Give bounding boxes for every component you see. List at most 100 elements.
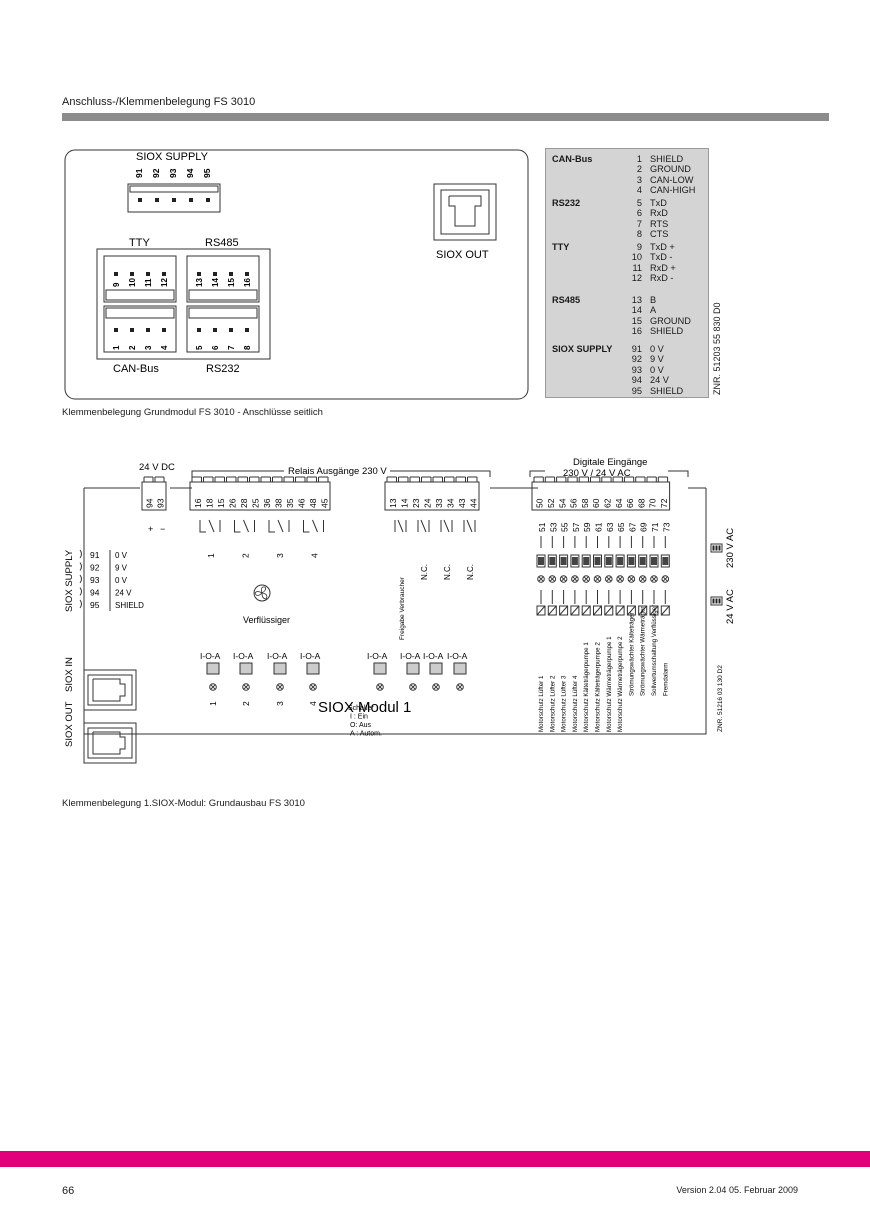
optocoupler xyxy=(626,605,636,616)
terminal-number: 14 xyxy=(399,498,409,508)
mode-switch xyxy=(206,662,220,675)
switch-legend-line: A : Autom. xyxy=(350,731,382,738)
terminal-number: 28 xyxy=(239,498,249,508)
input-label: Motorschutz Kälteträgerpumpe 2 xyxy=(595,642,602,732)
switch-legend-line: Schalter xyxy=(348,705,374,712)
fan-symbol xyxy=(253,584,271,602)
mode-switch xyxy=(373,662,387,675)
pin-signal: 0 V xyxy=(650,364,664,375)
mode-switch xyxy=(306,662,320,675)
pin-dot xyxy=(206,198,210,202)
optocoupler xyxy=(615,605,625,616)
input-led-cross xyxy=(628,576,635,582)
relay-switch xyxy=(277,519,284,533)
input-jumper xyxy=(570,554,580,568)
pin-signal: 0 V xyxy=(650,344,664,354)
switch-led xyxy=(276,683,284,691)
pin-signal: SHIELD xyxy=(650,385,684,396)
siox-out-port xyxy=(83,722,137,764)
input-led xyxy=(616,575,624,583)
pin-number: 93 xyxy=(631,364,642,375)
pin-group-name: RS485 xyxy=(552,295,581,305)
rs485-label: RS485 xyxy=(205,237,239,249)
terminal-housing xyxy=(531,481,671,511)
optocoupler-diag xyxy=(649,605,659,616)
pin-dot xyxy=(114,272,118,276)
optocoupler xyxy=(559,605,569,616)
supply-connector xyxy=(127,183,221,213)
siox-supply-side-label: SIOX SUPPLY xyxy=(64,549,75,612)
input-number: 65 xyxy=(616,522,626,532)
input-jumper-fill xyxy=(605,557,612,565)
page-header-title: Anschluss-/Klemmenbelegung FS 3010 xyxy=(62,96,256,108)
terminal-pin-number: 15 xyxy=(227,278,236,287)
terminal-number: 13 xyxy=(388,498,398,508)
jumper-frame xyxy=(710,596,723,606)
input-led xyxy=(650,575,658,583)
supply-pin-number: 91 xyxy=(134,168,144,178)
input-label: Sollwertumschaltung Verflüssiger xyxy=(651,605,658,696)
terminal-pin-number: 5 xyxy=(195,345,204,350)
terminal-number: 62 xyxy=(602,498,612,508)
terminal-number: 24 xyxy=(422,498,432,508)
switch-number: 3 xyxy=(275,701,285,706)
input-jumper xyxy=(615,554,625,568)
terminal-block xyxy=(186,305,260,353)
relay-contact xyxy=(199,520,206,533)
relay-switch xyxy=(243,519,249,533)
terminal-block xyxy=(103,255,177,303)
input-jumper xyxy=(649,554,659,568)
terminal-number: 52 xyxy=(546,498,556,508)
optocoupler xyxy=(649,605,659,616)
terminal-number: 50 xyxy=(535,498,545,508)
input-number: 61 xyxy=(594,522,604,532)
switch-led-cross xyxy=(457,684,463,690)
relay-number: 3 xyxy=(275,553,285,558)
pin-signal: RTS xyxy=(650,218,669,229)
pin-signal: 24 V xyxy=(650,375,669,386)
optocoupler-diag xyxy=(536,605,546,616)
supply-pin: 94 xyxy=(90,588,100,598)
supply-voltage: 0 V xyxy=(115,576,128,585)
supply-pin: 93 xyxy=(90,575,100,585)
contact-label: Freigabe Verbraucher xyxy=(399,576,406,640)
siox-out-side-label: SIOX OUT xyxy=(64,701,75,747)
terminal-number: 18 xyxy=(204,498,214,508)
input-jumper xyxy=(581,554,591,568)
supply-bracket xyxy=(79,587,82,596)
supply-pin-number: 94 xyxy=(185,168,195,178)
terminal-number: 93 xyxy=(156,498,166,508)
contact-switch xyxy=(420,519,427,533)
input-label: Motorschutz Wärmeträgerpumpe 2 xyxy=(617,636,624,732)
supply-voltage: 9 V xyxy=(115,564,128,573)
terminal-number: 72 xyxy=(659,498,669,508)
pin-dot xyxy=(162,328,166,332)
switch-led-cross xyxy=(210,684,216,690)
terminal-pin-number: 1 xyxy=(112,345,121,350)
terminal-number: 35 xyxy=(285,498,295,508)
supply-connector-rail xyxy=(129,185,219,193)
jumper-pin xyxy=(718,545,721,551)
module-outline xyxy=(64,149,529,400)
input-label: Motorschutz Kälteträgerpumpe 1 xyxy=(583,642,590,732)
tty-label: TTY xyxy=(129,237,150,249)
pin-number: 3 xyxy=(636,174,642,185)
side-ports xyxy=(83,669,137,764)
supply-voltage: SHIELD xyxy=(115,601,144,610)
input-label: Strömungswächter Kälteträger xyxy=(628,612,635,696)
input-jumper-fill xyxy=(617,557,624,565)
input-label: Motorschutz Lüfter 4 xyxy=(572,675,579,732)
footer-accent-bar xyxy=(0,1151,870,1167)
pin-dot xyxy=(114,328,118,332)
pin-dot xyxy=(189,198,193,202)
terminal-number: 58 xyxy=(580,498,590,508)
terminal-number: 56 xyxy=(569,498,579,508)
input-led-cross xyxy=(594,576,601,582)
